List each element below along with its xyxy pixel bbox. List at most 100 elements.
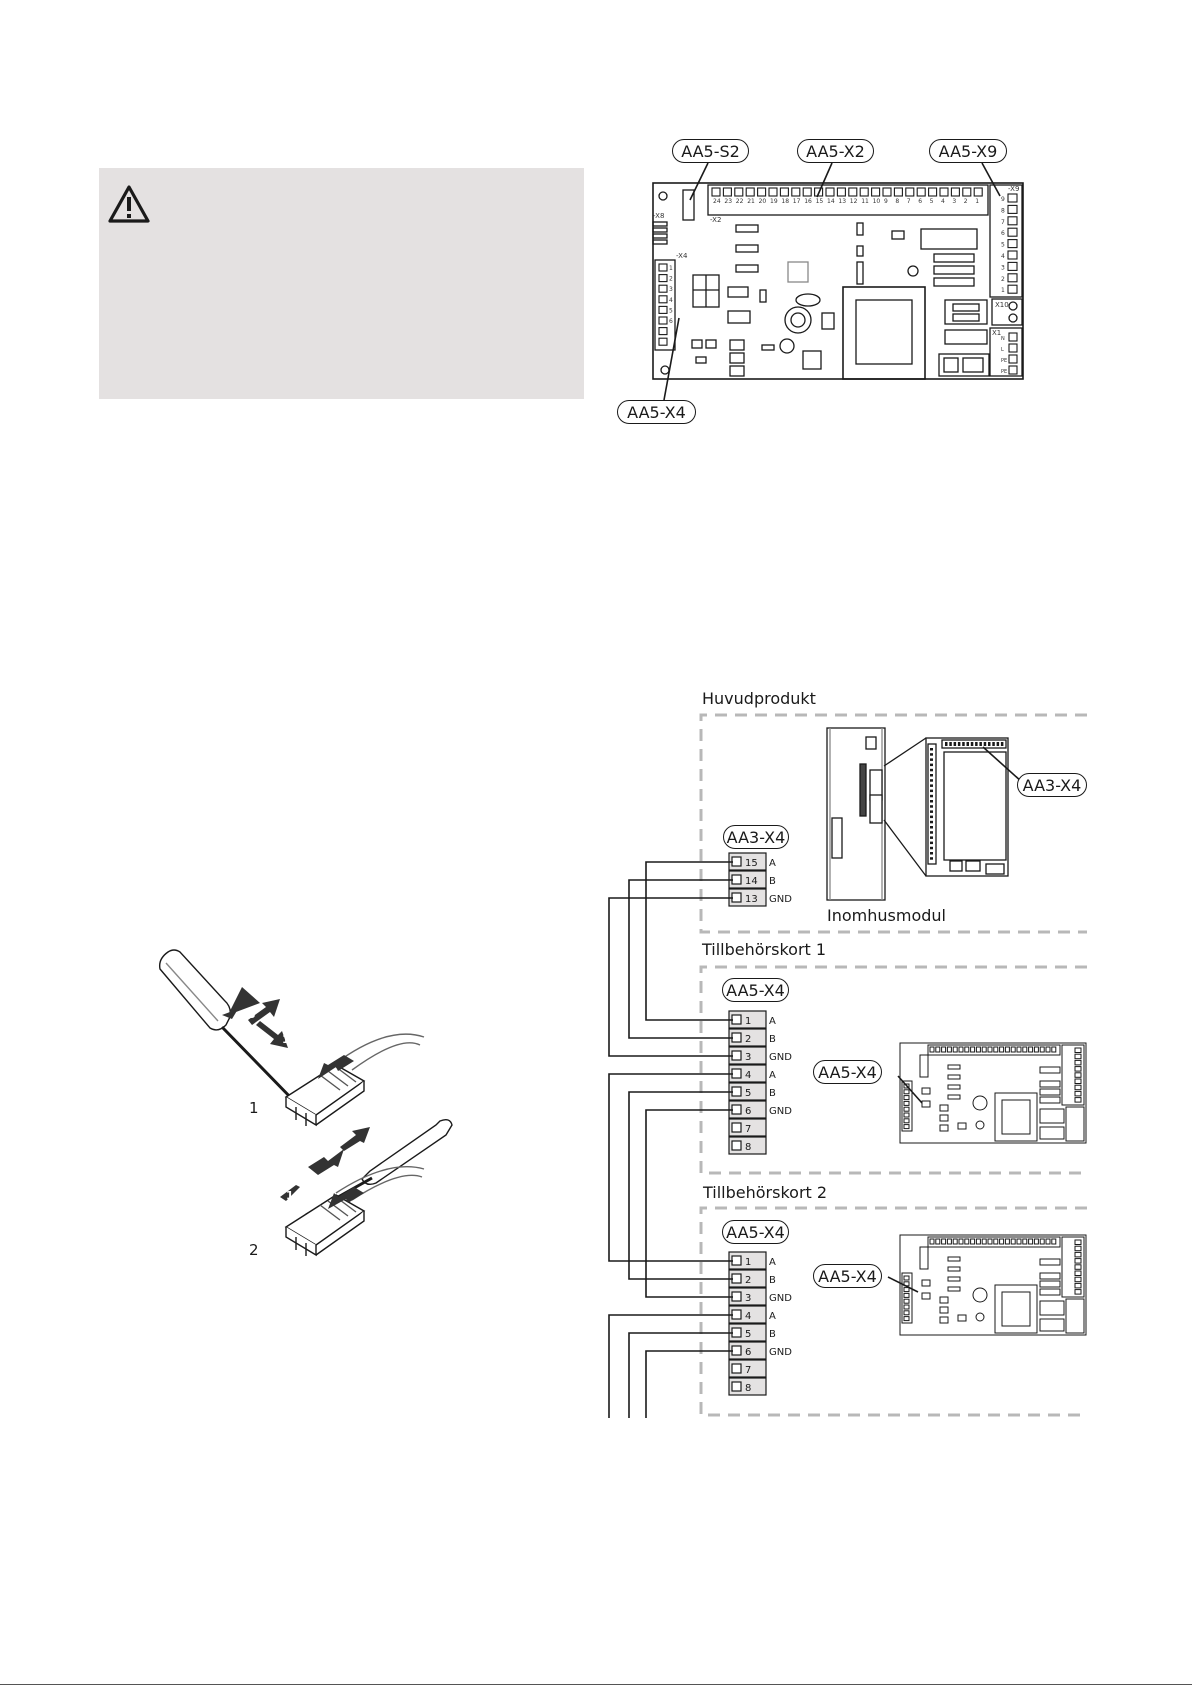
x4-pin [658, 295, 668, 304]
arrow-1-lower [280, 1185, 300, 1201]
board-pin [1074, 1282, 1082, 1289]
terminal-screw [731, 1327, 742, 1338]
board-pin [1074, 1097, 1082, 1103]
board-pin [946, 1046, 952, 1053]
x4-pin-number: 6 [669, 318, 673, 325]
terminal-signal: A [769, 1257, 776, 1268]
figure-step-2: 2 [249, 1241, 259, 1259]
board-pin [1004, 1046, 1010, 1053]
board-pin [1074, 1059, 1082, 1066]
circuit-board-outline [652, 182, 1024, 380]
warning-panel [99, 168, 584, 399]
terminal-number: 1 [745, 1257, 751, 1268]
terminal-number: 3 [745, 1293, 751, 1304]
x1-block [989, 327, 1023, 377]
board-pin [903, 1316, 910, 1322]
x2-pin [836, 187, 846, 197]
board-pin [993, 1046, 999, 1053]
board-pin [958, 1046, 964, 1053]
zoom-pin-side [930, 836, 933, 839]
x9-block [989, 184, 1023, 298]
terminal-screw [731, 856, 742, 867]
board-component [1039, 1088, 1061, 1096]
board-pin [1074, 1245, 1082, 1252]
x2-pin-number: 10 [873, 198, 881, 205]
terminal-signal: GND [769, 1106, 792, 1117]
board-transformer [994, 1092, 1038, 1142]
accessory-board-1-drawing [899, 1042, 1087, 1144]
terminal-signal: B [769, 1329, 776, 1340]
x9-pin [1007, 250, 1018, 260]
x2-pin [871, 187, 881, 197]
board-pin [903, 1083, 910, 1089]
s2-switch [682, 189, 695, 221]
x1-label: X1 [992, 329, 1001, 337]
zoom-pin-top [945, 742, 948, 746]
board-component [947, 1094, 961, 1100]
board-pin [1074, 1066, 1082, 1072]
board-component [1039, 1066, 1061, 1074]
board-pin [935, 1238, 941, 1245]
board-component [939, 1306, 949, 1314]
terminal-screw [731, 1140, 742, 1151]
board-pin [1033, 1046, 1039, 1053]
x2-pin-number: 6 [918, 198, 922, 205]
x1-pin-label: PE [1001, 369, 1007, 375]
x2-pin-number: 21 [747, 198, 755, 205]
board-component [939, 1124, 949, 1132]
board-pin [1022, 1238, 1028, 1245]
zoom-pin-top [983, 742, 987, 746]
board-outline [899, 1234, 1087, 1336]
callout-aa5-x4-acc2-board: AA5-X4 [813, 1264, 882, 1288]
zoom-pin-side [930, 846, 933, 850]
board-pin [903, 1310, 910, 1316]
board-component [1039, 1280, 1061, 1288]
callout-aa5-x4-acc1-board: AA5-X4 [813, 1060, 882, 1084]
board-pin [903, 1298, 910, 1304]
board-pin [929, 1046, 935, 1053]
terminal-signal: A [769, 1311, 776, 1322]
terminal-screw [731, 1381, 742, 1392]
svg-text:3: 3 [248, 1008, 256, 1021]
x2-pin [859, 187, 869, 197]
figure-step-1: 1 [249, 1099, 259, 1117]
board-pin [1074, 1084, 1082, 1091]
x9-pin [1007, 273, 1018, 283]
terminal-signal: A [769, 858, 776, 869]
terminal-screw [731, 1104, 742, 1115]
board-component [957, 1314, 967, 1322]
x2-pin-number: 17 [793, 198, 801, 205]
board-pin [1039, 1046, 1045, 1053]
terminal-signal: GND [769, 1347, 792, 1358]
x2-pin [757, 187, 767, 197]
svg-text:2: 2 [374, 1063, 382, 1076]
zoom-pin-top [966, 742, 969, 746]
board-pin [981, 1046, 987, 1053]
board-relay [1039, 1318, 1065, 1332]
svg-text:1: 1 [282, 1033, 290, 1046]
board-component [921, 1087, 931, 1095]
x2-pin [893, 187, 903, 197]
terminal-release-figure: 3 1 2 2 4 1 3 1 2 [140, 945, 470, 1275]
board-pin [1051, 1238, 1057, 1245]
x2-pin-number: 4 [941, 198, 945, 205]
terminal-number: 2 [745, 1034, 751, 1045]
x2-pin-number: 5 [930, 198, 934, 205]
zoom-board-pins [930, 742, 1004, 860]
board-pin [1022, 1046, 1028, 1053]
board-pin [1045, 1238, 1051, 1245]
board-pin [1074, 1078, 1082, 1084]
board-component [939, 1296, 949, 1304]
board-pin [935, 1046, 941, 1053]
x9-pin-number: 2 [1001, 276, 1005, 283]
board-pin [1039, 1238, 1045, 1245]
x1-pin-label: PE [1001, 358, 1007, 364]
callout-aa3-x4-board: AA3-X4 [1017, 773, 1087, 797]
board-hole [975, 1312, 985, 1322]
board-pin [1010, 1046, 1016, 1053]
x9-pin-number: 8 [1001, 207, 1005, 214]
x4-block [654, 259, 676, 351]
x2-pin-number: 13 [838, 198, 846, 205]
